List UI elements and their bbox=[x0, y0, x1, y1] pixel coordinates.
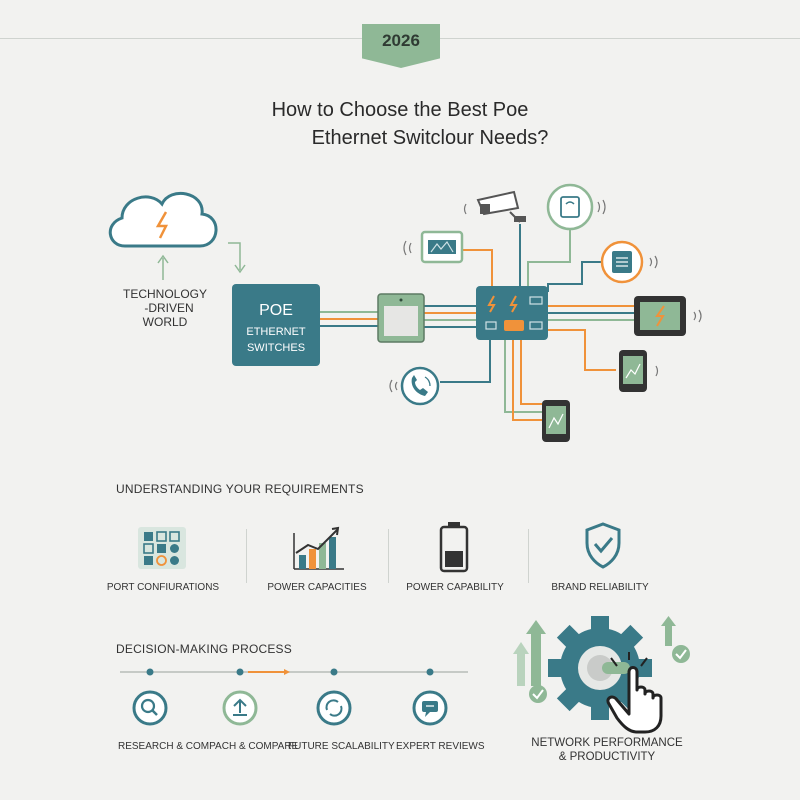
poe-switch-box: POE ETHERNET SWITCHES bbox=[232, 284, 320, 366]
requirements-row: PORT CONFIURATIONS POWER CAPACITIES POWE… bbox=[88, 515, 728, 615]
ip-device-icon bbox=[403, 230, 464, 264]
step-label-scalability: FUTURE SCALABILITY bbox=[288, 741, 395, 752]
tablet-icon bbox=[634, 296, 702, 336]
req-label-capacities: POWER CAPACITIES bbox=[267, 582, 367, 593]
divider bbox=[528, 529, 529, 583]
voip-phone-icon bbox=[389, 366, 440, 406]
page-title: How to Choose the Best Poe Ethernet Swit… bbox=[150, 96, 650, 152]
battery-icon bbox=[439, 522, 469, 573]
divider bbox=[246, 529, 247, 583]
poe-label-line-3: SWITCHES bbox=[246, 342, 306, 354]
poe-label-line-2: ETHERNET bbox=[246, 326, 306, 338]
outcome-line-2: & PRODUCTIVITY bbox=[558, 751, 656, 763]
tech-driven-label: TECHNOLOGY -DRIVEN WORLD bbox=[100, 287, 230, 329]
access-point-icon bbox=[546, 183, 606, 231]
title-line-1: How to Choose the Best Poe bbox=[271, 99, 529, 121]
connection-lines bbox=[320, 224, 636, 421]
req-label-capability: POWER CAPABILITY bbox=[406, 582, 504, 593]
gear-icon bbox=[548, 616, 652, 720]
check-circle-icon bbox=[672, 645, 690, 663]
media-converter-icon bbox=[377, 293, 425, 343]
req-label-brand: BRAND RELIABILITY bbox=[551, 582, 649, 593]
hand-cursor-icon bbox=[606, 652, 663, 734]
security-camera-icon bbox=[463, 190, 526, 223]
check-circle-icon bbox=[529, 685, 547, 703]
process-heading: DECISION-MAKING PROCESS bbox=[116, 642, 292, 656]
growth-arrows-icon bbox=[513, 616, 676, 686]
mobile-device-icon bbox=[542, 400, 570, 442]
gear-performance-illustration bbox=[513, 616, 690, 734]
process-timeline bbox=[120, 668, 468, 726]
year-text: 2026 bbox=[382, 31, 420, 50]
cloud-icon bbox=[108, 192, 218, 248]
arrow-down-icon bbox=[228, 242, 246, 274]
divider bbox=[388, 529, 389, 583]
port-grid-icon bbox=[138, 527, 186, 569]
title-line-2: Ethernet Switclour Needs? bbox=[311, 127, 549, 149]
outcome-line-1: NETWORK PERFORMANCE bbox=[531, 737, 683, 749]
refresh-icon bbox=[316, 690, 352, 726]
tech-label-line-1: TECHNOLOGY bbox=[122, 287, 207, 301]
bar-chart-icon bbox=[293, 526, 344, 570]
req-label-port: PORT CONFIURATIONS bbox=[106, 582, 220, 593]
phone-display-icon bbox=[600, 240, 658, 284]
arrow-up-icon bbox=[157, 254, 169, 280]
tech-label-line-2: -DRIVEN bbox=[144, 301, 194, 315]
upload-icon bbox=[222, 690, 258, 726]
chat-icon bbox=[412, 690, 448, 726]
tech-label-line-3: WORLD bbox=[142, 315, 188, 329]
smartphone-icon bbox=[619, 350, 659, 392]
outcome-label: NETWORK PERFORMANCE & PRODUCTIVITY bbox=[522, 736, 692, 764]
requirements-heading: UNDERSTANDING YOUR REQUIREMENTS bbox=[116, 482, 364, 496]
step-label-research: RESEARCH & COMPACH & COMPARE bbox=[118, 741, 299, 752]
poe-label-line-1: POE bbox=[259, 302, 293, 319]
magnifier-icon bbox=[132, 690, 168, 726]
main-switch-icon bbox=[476, 286, 548, 340]
year-badge: 2026 bbox=[362, 24, 440, 68]
step-label-reviews: EXPERT REVIEWS bbox=[396, 741, 485, 752]
network-diagram bbox=[108, 183, 702, 442]
shield-check-icon bbox=[585, 522, 621, 569]
